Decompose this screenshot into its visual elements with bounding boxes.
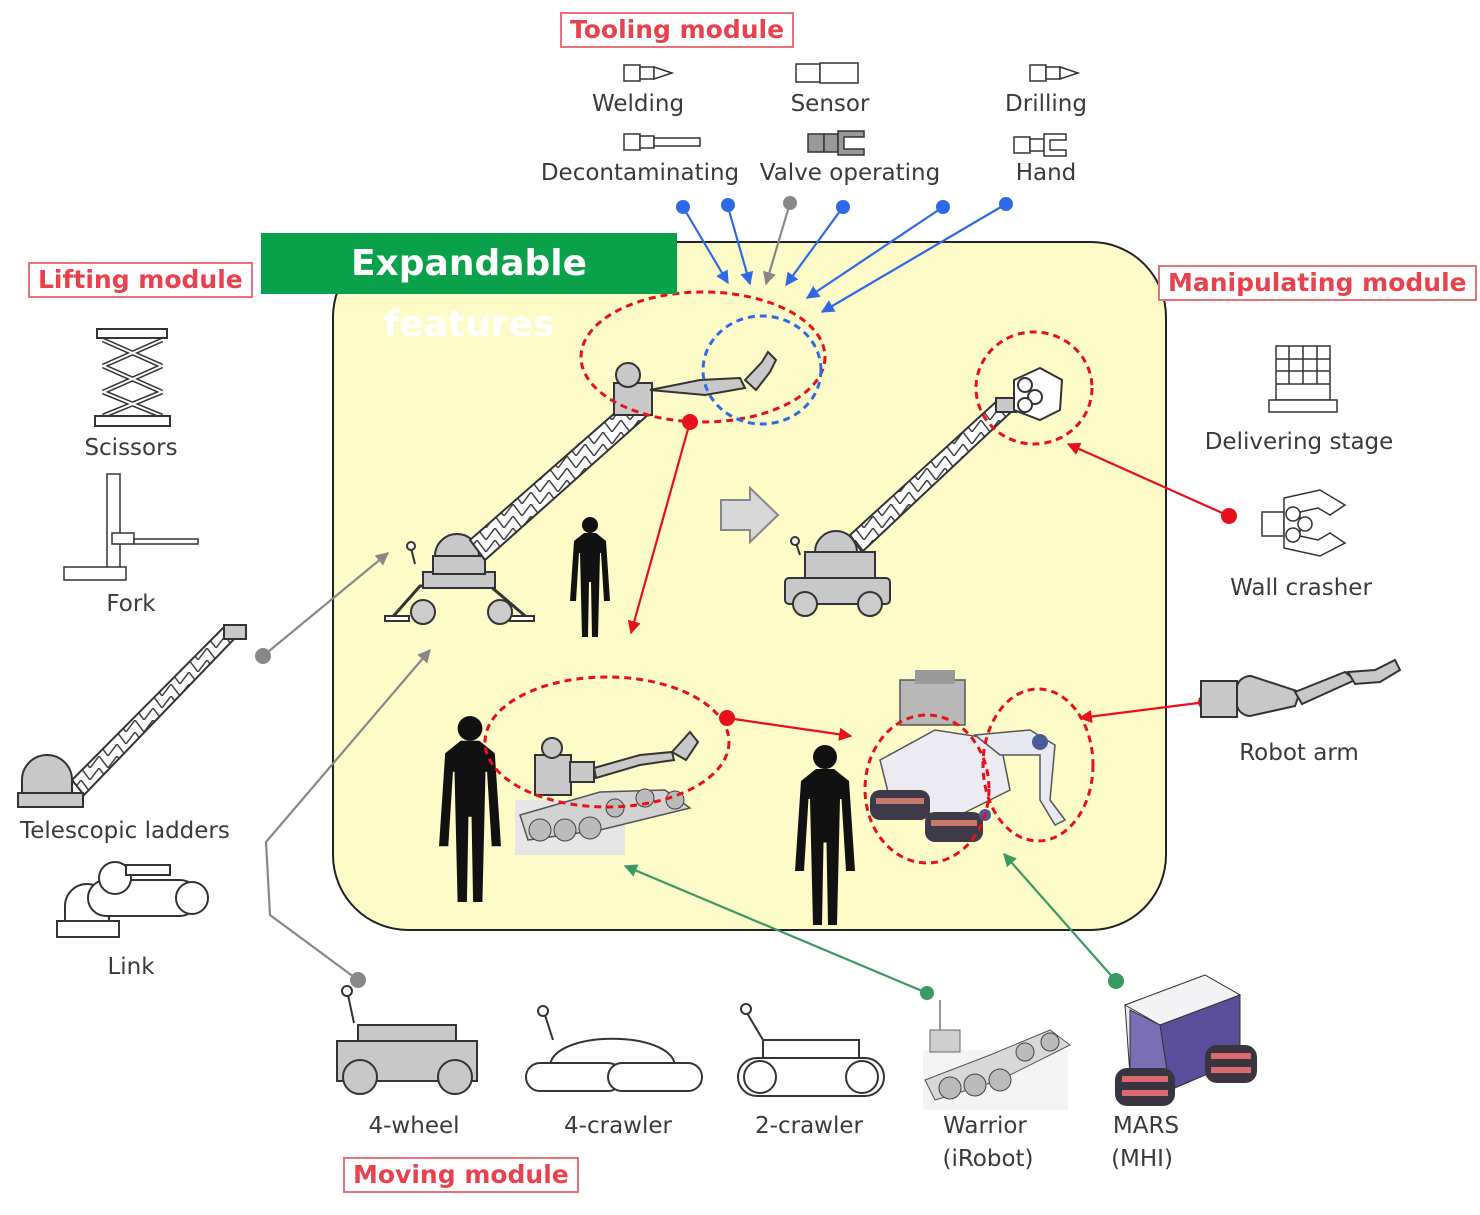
telescopic-ladders-label: Telescopic ladders [20, 818, 230, 844]
scissors-lift-icon [94, 328, 171, 427]
tooling-module-label: Tooling module [560, 12, 795, 48]
decontaminating-label: Decontaminating [540, 160, 740, 186]
arm-attach-area [483, 675, 731, 809]
tooling-arrow [820, 203, 1007, 313]
valve-operating-label: Valve operating [759, 160, 941, 186]
mars-maker-label: (MHI) [1111, 1146, 1173, 1172]
welding-label: Welding [591, 91, 685, 117]
tooling-arrow [763, 202, 792, 286]
wheel-arrow [264, 648, 431, 981]
moving-module-label: Moving module [343, 1157, 579, 1193]
ladder-arrow [262, 552, 390, 657]
four-wheel-vehicle-icon [336, 985, 478, 1095]
welding-tool-icon [623, 64, 675, 82]
robot-arm-icon [1200, 658, 1402, 718]
delivering-stage-label: Delivering stage [1204, 429, 1394, 455]
link-lift-icon [56, 861, 209, 938]
crane-illustration-main [384, 350, 778, 625]
sensor-tool-icon [795, 62, 859, 84]
tool-tip-area [701, 314, 823, 426]
hand-tool-icon [1013, 133, 1067, 157]
robot-arm-label: Robot arm [1239, 740, 1359, 766]
tooling-arrow [805, 206, 944, 299]
delivering-stage-icon [1268, 345, 1338, 413]
tooling-attach-area [579, 290, 827, 424]
fork-label: Fork [106, 591, 156, 617]
four-crawler-label: 4-crawler [564, 1113, 672, 1139]
mars-arm-area [981, 687, 1095, 843]
manipulating-module-label: Manipulating module [1158, 265, 1477, 301]
robot-arm-arrow [1078, 700, 1207, 724]
wall-crasher-label: Wall crasher [1230, 575, 1372, 601]
wall-crasher-icon [1261, 489, 1347, 557]
wall-crasher-attach-area [974, 330, 1094, 446]
transform-arrow [720, 485, 780, 545]
arm-to-mars-arrow [726, 716, 853, 741]
warrior-label: Warrior [943, 1113, 1027, 1139]
wall-crasher-arrow [1066, 442, 1230, 518]
valve-operating-tool-icon [807, 130, 865, 156]
drilling-label: Drilling [1005, 91, 1087, 117]
fork-lift-icon [63, 473, 199, 581]
mars-label: MARS [1112, 1113, 1180, 1139]
mars-body-area [863, 713, 991, 865]
decontaminating-tool-icon [623, 133, 701, 151]
hand-label: Hand [1015, 160, 1077, 186]
scissors-label: Scissors [84, 435, 178, 461]
warrior-maker-label: (iRobot) [942, 1146, 1034, 1172]
crane-illustration-right [784, 366, 1064, 617]
four-crawler-vehicle-icon [525, 1005, 703, 1092]
link-label: Link [107, 954, 155, 980]
mars-robot-with-arms [870, 670, 1067, 842]
four-wheel-label: 4-wheel [368, 1113, 460, 1139]
tooling-arrow [682, 206, 729, 285]
telescopic-ladder-icon [17, 624, 247, 808]
arm-transfer-arrow [627, 421, 692, 635]
tooling-arrow [785, 206, 844, 287]
drilling-tool-icon [1029, 64, 1081, 82]
two-crawler-vehicle-icon [737, 1003, 885, 1097]
sensor-label: Sensor [790, 91, 870, 117]
mars-mhi-photo [1115, 974, 1257, 1106]
tooling-arrow [726, 206, 754, 286]
expandable-features-title: Expandable features [261, 233, 677, 345]
mars-arrow [1003, 853, 1117, 982]
two-crawler-label: 2-crawler [755, 1113, 863, 1139]
warrior-arrow [623, 864, 928, 995]
warrior-irobot-photo [923, 1000, 1071, 1110]
lifting-module-label: Lifting module [28, 262, 253, 298]
